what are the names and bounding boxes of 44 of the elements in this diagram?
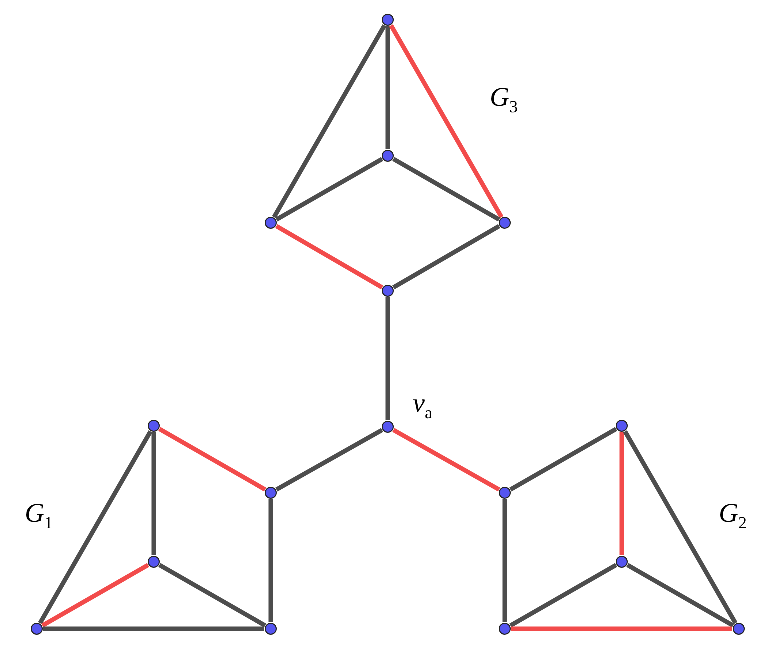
- graph-label: G$_{1}$: [25, 500, 53, 532]
- graph-edge: [510, 427, 618, 492]
- graph-edge: [392, 157, 500, 222]
- graph-edge: [158, 427, 266, 492]
- vertex-dot: [264, 216, 276, 228]
- graph-edge: [268, 500, 274, 622]
- vertex-dot: [498, 486, 510, 498]
- graph-edge: [42, 563, 150, 628]
- graph-edge: [620, 432, 624, 556]
- vertex-dot: [382, 420, 394, 432]
- graph-edge: [276, 428, 384, 492]
- graph-edge: [389, 24, 504, 218]
- graph-edge: [510, 563, 618, 628]
- graph-label: G$_{3}$: [490, 84, 518, 116]
- vertex-dot: [498, 216, 510, 228]
- vertex-dot: [148, 420, 160, 432]
- vertex-dot: [732, 622, 744, 634]
- graph-edge: [502, 500, 508, 622]
- vertex-dot: [264, 486, 276, 498]
- graph-edge: [158, 563, 266, 628]
- graph-edge: [276, 157, 384, 222]
- graph-label: G$_{2}$: [719, 500, 747, 532]
- graph-edge: [272, 24, 387, 218]
- graph-edge: [623, 430, 738, 624]
- graph-edge: [512, 626, 732, 632]
- vertex-dot: [382, 14, 394, 26]
- graph-edge: [38, 430, 153, 624]
- graph-edge: [392, 224, 501, 290]
- vertex-dot: [30, 622, 42, 634]
- vertex-dot: [616, 556, 628, 568]
- graph-edge: [152, 432, 156, 556]
- vertex-dot: [382, 284, 394, 296]
- graph-edge: [386, 298, 390, 420]
- graph-edge: [392, 428, 500, 492]
- graph-edge: [626, 563, 734, 628]
- graph-label: v$_{a}$: [413, 390, 433, 422]
- vertex-dot: [616, 420, 628, 432]
- graph-edge: [44, 626, 264, 632]
- vertex-dot: [148, 556, 160, 568]
- vertex-dot: [264, 622, 276, 634]
- graph-edge: [275, 224, 384, 290]
- vertex-dot: [498, 622, 510, 634]
- vertex-dot: [382, 150, 394, 162]
- graph-edge: [386, 26, 390, 150]
